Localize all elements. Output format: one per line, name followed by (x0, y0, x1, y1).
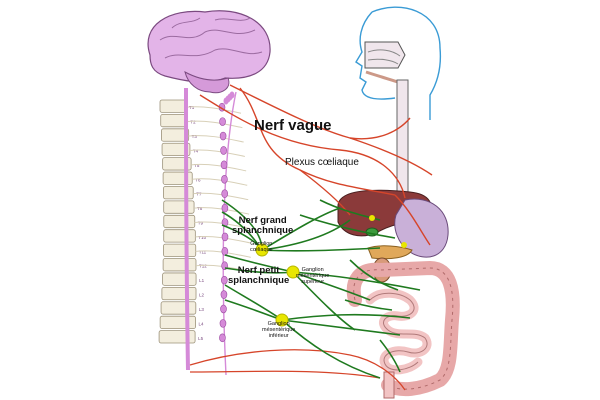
vertebra-t11 (163, 243, 197, 257)
chain-ganglion (221, 174, 228, 184)
brain (147, 10, 271, 94)
vertebra-label-l5: L5 (198, 336, 204, 341)
label-ganglion-mesenterique-superieur: Ganglion mésentérique supérieur (296, 267, 330, 285)
label-nerf-petit-splanchnique: Nerf petit splanchnique (228, 265, 290, 286)
rib (191, 163, 247, 172)
nasal-cavity (364, 41, 406, 84)
pelvic-splanchnic-nerves (189, 349, 406, 391)
ganglion-mesenterique-superieur-marker (286, 265, 300, 279)
vertebra-label-l1: L1 (199, 278, 205, 283)
vertebra-t5 (162, 157, 192, 171)
spinal-cord (184, 87, 190, 371)
ganglion-mesenterique-inferieur-marker (275, 313, 289, 327)
vertebra-label-t6: T6 (195, 177, 201, 182)
chain-ganglion (219, 333, 226, 343)
vertebra-l3 (160, 301, 197, 315)
vertebra-label-l3: L3 (199, 307, 205, 312)
vertebra-t12 (162, 258, 197, 272)
vertebra-label-t3: T3 (192, 134, 198, 139)
vertebra-l4 (159, 315, 196, 329)
vertebra-t9 (163, 214, 196, 229)
label-ganglion-mesenterique-inferieur: Ganglion mésentérique inférieur (262, 321, 296, 339)
chain-ganglion (219, 319, 227, 328)
vertebra-l2 (161, 286, 197, 301)
ganglion-coeliaque-marker (255, 243, 269, 257)
vertebra-t8 (163, 200, 195, 214)
rib (188, 135, 244, 143)
vertebra-label-t4: T4 (193, 148, 199, 153)
head-outline (355, 6, 442, 120)
vertebra-label-t11: T11 (199, 249, 207, 254)
vertebra-label-t5: T5 (194, 163, 200, 168)
vagus-nerve (199, 84, 433, 246)
chain-ganglion (223, 97, 229, 105)
vertebra-t3 (161, 128, 190, 142)
vertebra-label-t10: T10 (198, 235, 206, 240)
vertebra-label-t12: T12 (199, 264, 207, 269)
vertebra-label-t9: T9 (198, 221, 204, 226)
rib (185, 106, 242, 114)
chain-ganglion (221, 232, 229, 242)
oesophagus (396, 79, 409, 196)
chain-ganglion (221, 275, 228, 285)
chain-ganglion (219, 117, 226, 126)
vertebra-t2 (160, 114, 188, 128)
vertebra-label-l4: L4 (199, 321, 205, 326)
chain-ganglion (221, 189, 229, 198)
chain-ganglion (221, 203, 229, 213)
label-nerf-vague: Nerf vague (254, 117, 332, 134)
rib (187, 120, 243, 129)
label-nerf-grand-splanchnique: Nerf grand splanchnique (232, 215, 294, 236)
sympathetic-chain (218, 91, 237, 376)
stomach (394, 198, 449, 258)
rib (189, 149, 246, 157)
vertebra-l1 (162, 272, 197, 286)
label-ganglion-coeliaque: Ganglion cœliaque (250, 241, 273, 253)
vertebra-t10 (163, 229, 196, 243)
vertebra-label-l2: L2 (199, 293, 205, 298)
vertebra-label-t8: T8 (197, 206, 203, 211)
vertebra-label-t2: T2 (190, 120, 196, 125)
label-plexus-coeliaque: Plexus cœliaque (285, 157, 359, 168)
chain-ganglion (220, 160, 228, 170)
vertebra-t1 (159, 99, 187, 113)
ganglion-organ-marker (369, 215, 375, 221)
vertebra-label-t1: T1 (189, 105, 195, 110)
vertebra-t7 (163, 186, 194, 200)
vertebra-l5 (158, 330, 196, 344)
chain-ganglion (221, 247, 229, 256)
chain-ganglion (220, 304, 227, 314)
chain-ganglion (220, 146, 227, 155)
rectum (383, 371, 395, 399)
chain-ganglion (219, 131, 227, 141)
chain-ganglion (220, 290, 228, 299)
ganglion-organ-marker-2 (401, 242, 407, 248)
vertebra-label-t7: T7 (196, 192, 202, 197)
vertebra-t4 (161, 142, 191, 157)
